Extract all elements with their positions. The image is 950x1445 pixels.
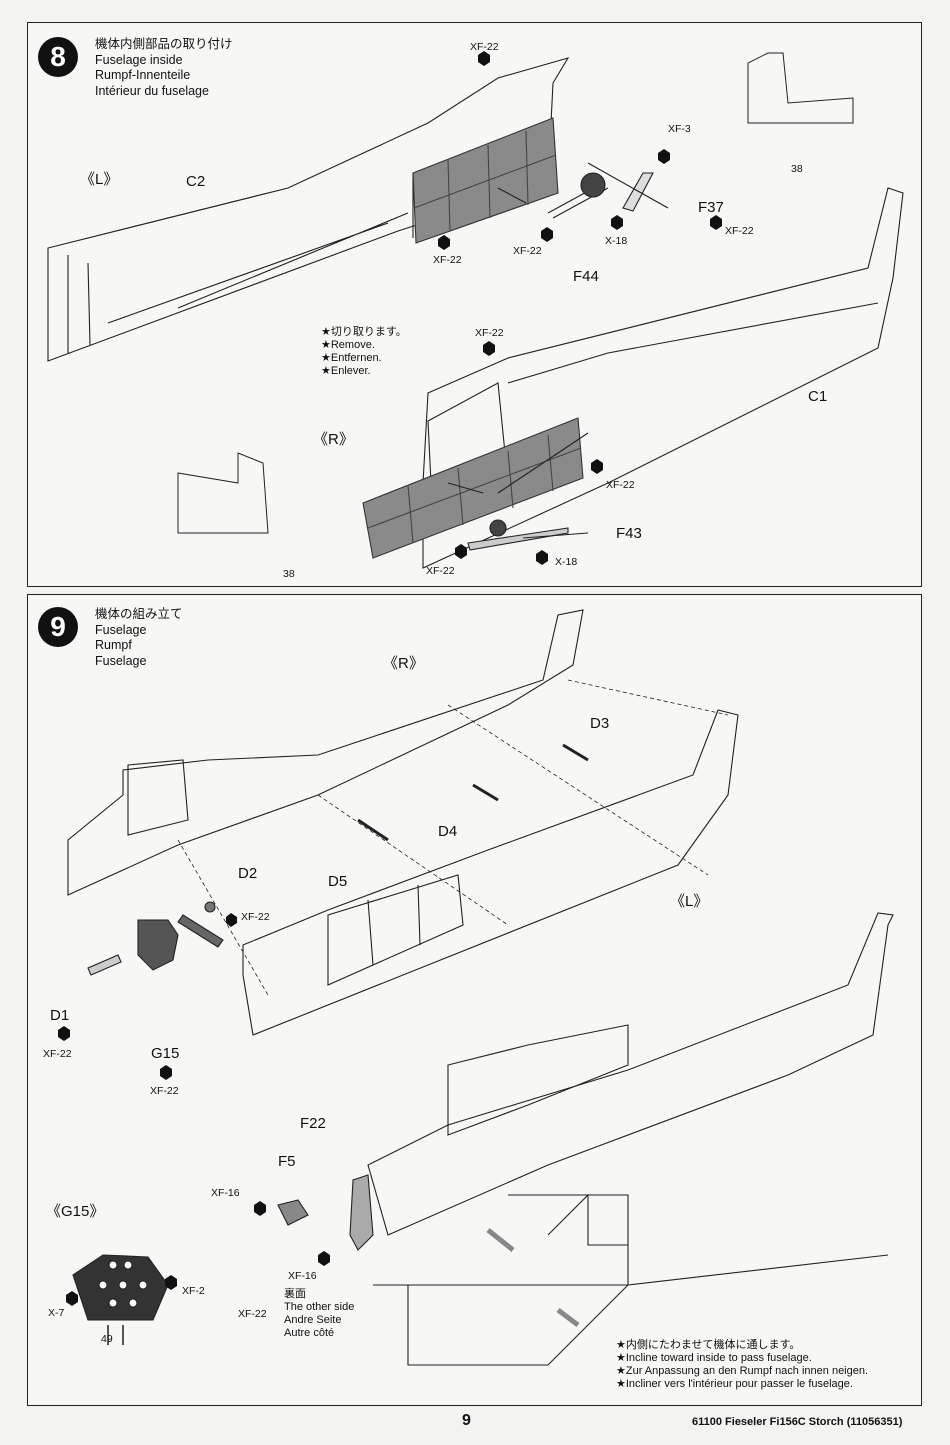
step-titles: 機体内側部品の取り付け Fuselage inside Rumpf-Innent… [95,37,233,99]
label-f5: F5 [278,1153,296,1170]
title-ja: 機体の組み立て [95,607,183,621]
label-left-side: 《L》 [670,893,709,910]
label-f43: F43 [616,525,642,542]
paint-xf22: XF-22 [606,479,635,491]
paint-xf22: XF-22 [475,327,504,339]
ref-38: 38 [283,568,295,580]
label-right-side: 《R》 [383,655,424,672]
label-f44: F44 [573,268,599,285]
paint-xf22: XF-22 [725,225,754,237]
label-g15: G15 [151,1045,180,1062]
step-number: 8 [38,37,78,77]
footer-product-code: 61100 Fieseler Fi156C Storch (11056351) [692,1416,903,1428]
step-number: 9 [38,607,78,647]
label-d4: D4 [438,823,458,840]
step-8-illustration [47,51,904,569]
label-right-side: 《R》 [313,431,354,448]
ref-38: 38 [791,163,803,175]
paint-xf3: XF-3 [668,123,691,135]
paint-x18: X-18 [555,556,578,568]
title-de: Rumpf [95,638,132,652]
label-d2: D2 [238,865,258,882]
step-9-illustration [58,609,894,1366]
label-d5: D5 [328,873,348,890]
paint-xf22: XF-22 [241,911,270,923]
other-side-note: 裏面 The other side Andre Seite Autre côté [284,1288,355,1339]
paint-xf2: XF-2 [182,1285,205,1297]
paint-xf22: XF-22 [150,1085,179,1097]
title-en: Fuselage [95,622,147,637]
paint-xf22: XF-22 [238,1308,267,1320]
label-c1: C1 [808,388,828,405]
page-number: 9 [462,1412,471,1429]
label-g15-inset: 《G15》 [46,1203,105,1220]
paint-x7: X-7 [48,1307,65,1319]
paint-xf22: XF-22 [426,565,455,577]
label-f22: F22 [300,1115,326,1132]
paint-xf22: XF-22 [43,1048,72,1060]
incline-note: ★内側にたわませて機体に通します。 ★Incline toward inside… [616,1339,869,1390]
title-ja: 機体内側部品の取り付け [95,37,233,51]
paint-xf22: XF-22 [470,41,499,53]
step-8-panel: 8 機体内側部品の取り付け Fuselage inside Rumpf-Inne… [27,22,922,587]
title-fr: Intérieur du fuselage [95,83,209,98]
step-9-panel: 9 機体の組み立て Fuselage Rumpf Fuselage [27,594,922,1406]
step-titles: 機体の組み立て Fuselage Rumpf Fuselage [95,607,183,669]
paint-x18: X-18 [605,235,628,247]
paint-xf22: XF-22 [513,245,542,257]
title-fr: Fuselage [95,653,147,668]
label-d3: D3 [590,715,610,732]
label-left-side: 《L》 [80,171,119,188]
label-f37: F37 [698,199,724,216]
paint-xf16: XF-16 [211,1187,240,1199]
paint-xf16: XF-16 [288,1270,317,1282]
remove-note: ★切り取ります。 ★Remove. ★Entfernen. ★Enlever. [321,326,407,377]
paint-xf22: XF-22 [433,254,462,266]
label-c2: C2 [186,173,206,190]
label-d1: D1 [50,1007,70,1024]
title-de: Rumpf-Innenteile [95,68,191,82]
title-en: Fuselage inside [95,52,183,67]
ref-49: 49 [101,1333,113,1345]
